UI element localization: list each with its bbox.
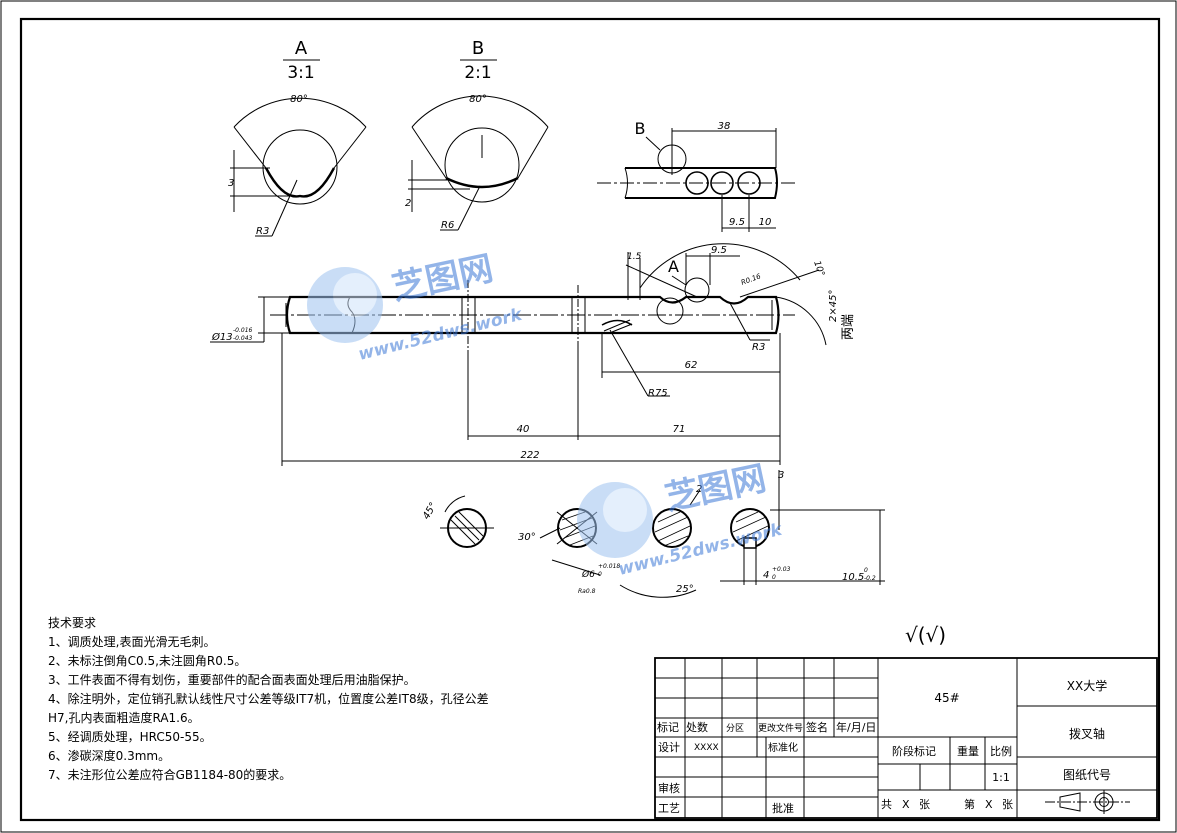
main-r75: R75 <box>648 388 668 399</box>
sec-angle-25: 25° <box>676 584 694 595</box>
surface-finish-symbol: √(√) <box>905 623 946 647</box>
detail-b-depth: 2 <box>405 198 411 209</box>
tb-zhang2: 张 <box>1002 798 1013 811</box>
detail-b-angle: 80° <box>469 94 487 105</box>
sec-dim-10-5: 10.5 <box>842 572 864 583</box>
main-diameter: Ø13 <box>211 331 233 343</box>
main-tol-lower: -0.043 <box>233 335 253 342</box>
tb-zhongliang: 重量 <box>957 744 979 758</box>
tb-gong: 共 <box>881 798 892 811</box>
sec-ra-note: Ra0.8 <box>578 588 596 595</box>
tb-shenhe: 审核 <box>658 781 680 795</box>
projection-symbol <box>1045 790 1130 814</box>
tb-material: 45# <box>934 691 959 705</box>
tb-x2: X <box>985 798 993 811</box>
tb-x1: X <box>902 798 910 811</box>
tb-gengwenjian: 更改文件号 <box>758 722 803 734</box>
main-tol-upper: -0.016 <box>233 327 253 334</box>
main-dim-62: 62 <box>685 360 698 371</box>
tb-bili: 比例 <box>990 744 1012 758</box>
sec-width-tol-lower: 0 <box>772 574 776 581</box>
technical-notes: 技术要求 1、调质处理,表面光滑无毛刺。 2、未标注倒角C0.5,未注圆角R0.… <box>48 614 608 785</box>
tb-qianming: 签名 <box>806 720 828 734</box>
top-view-label-b: B <box>635 119 646 138</box>
tb-date: 年/月/日 <box>836 720 876 734</box>
sec-angle-30: 30° <box>518 532 536 543</box>
sec-dim-10-5-tol2: -0.2 <box>864 575 876 582</box>
tb-part-name: 拨叉轴 <box>1069 726 1105 741</box>
tb-biaozhunhua: 标准化 <box>768 741 798 754</box>
sec-hole-tol-lower: 0 <box>598 571 602 578</box>
note-item: 4、除注明外，定位销孔默认线性尺寸公差等级IT7机，位置度公差IT8级，孔径公差 <box>48 692 489 706</box>
note-item: 7、未注形位公差应符合GB1184-80的要求。 <box>48 768 292 782</box>
main-dim-9-5: 9.5 <box>711 245 727 256</box>
section-views: 45° 30° Ø6 +0.018 0 Ra0.8 2 25° <box>421 470 885 598</box>
detail-a-scale: 3:1 <box>287 63 314 83</box>
detail-b-radius: R6 <box>441 220 454 231</box>
detail-view-b: B 2:1 80° 2 R6 <box>405 38 549 231</box>
note-item: 3、工件表面不得有划伤，重要部件的配合面表面处理后用油脂保护。 <box>48 673 416 687</box>
tb-jieduan: 阶段标记 <box>892 744 936 758</box>
detail-a-letter: A <box>295 38 308 59</box>
detail-b-letter: B <box>472 38 484 59</box>
note-item: 2、未标注倒角C0.5,未注圆角R0.5。 <box>48 654 247 668</box>
sec-hole-tol-upper: +0.018 <box>598 563 620 570</box>
main-both-ends: 两端 <box>841 314 856 340</box>
main-dim-71: 71 <box>673 424 686 435</box>
tb-sheji: 设计 <box>658 741 680 754</box>
main-dim-40: 40 <box>517 424 530 435</box>
tb-pizhun: 批准 <box>772 801 794 815</box>
title-block: 标记 处数 分区 更改文件号 签名 年/月/日 设计 XXXX 标准化 审核 工… <box>654 657 1158 819</box>
tb-fenqu: 分区 <box>726 723 744 734</box>
top-partial-view: B 38 9.5 10 <box>597 119 795 232</box>
detail-a-angle: 80° <box>290 94 308 105</box>
inner-frame <box>19 17 1161 822</box>
top-view-dim-10: 10 <box>759 217 772 228</box>
detail-b-scale: 2:1 <box>464 63 491 83</box>
tb-chushu: 处数 <box>686 721 708 734</box>
top-view-dim-9-5: 9.5 <box>729 217 745 228</box>
notes-title: 技术要求 <box>48 616 97 630</box>
note-item: 1、调质处理,表面光滑无毛刺。 <box>48 635 216 649</box>
note-item: 5、经调质处理，HRC50-55。 <box>48 730 212 744</box>
main-chamfer: 2×45° <box>828 290 839 322</box>
tb-scale: 1:1 <box>992 771 1010 784</box>
detail-view-a: A 3:1 80° 3 R3 <box>228 38 367 237</box>
main-label-a: A <box>668 257 679 276</box>
note-item: 6、渗碳深度0.3mm。 <box>48 749 171 763</box>
sec-dim-10-5-tol: 0 <box>864 567 868 574</box>
sec-width-tol-upper: +0.03 <box>772 566 791 573</box>
detail-a-depth: 3 <box>228 178 234 189</box>
tb-drawing-code: 图纸代号 <box>1063 768 1111 782</box>
note-item: H7,孔内表面粗造度RA1.6。 <box>48 711 200 725</box>
tb-zhang1: 张 <box>919 798 930 811</box>
sec-hole-dia: Ø6 <box>581 569 595 580</box>
sec-width-4: 4 <box>763 570 769 581</box>
sec-dim-2: 2 <box>696 484 702 495</box>
tb-biaoji: 标记 <box>657 720 679 734</box>
main-r3: R3 <box>752 342 765 353</box>
main-dim-1-5: 1.5 <box>627 252 642 262</box>
detail-a-radius: R3 <box>256 226 269 237</box>
tb-di: 第 <box>964 797 975 811</box>
top-view-dim-38: 38 <box>718 121 731 132</box>
sec-dim-3: 3 <box>778 470 784 481</box>
main-dim-222: 222 <box>520 450 539 461</box>
tb-designer: XXXX <box>694 743 719 753</box>
tb-school: XX大学 <box>1067 678 1107 693</box>
tb-gongyi: 工艺 <box>658 802 680 815</box>
